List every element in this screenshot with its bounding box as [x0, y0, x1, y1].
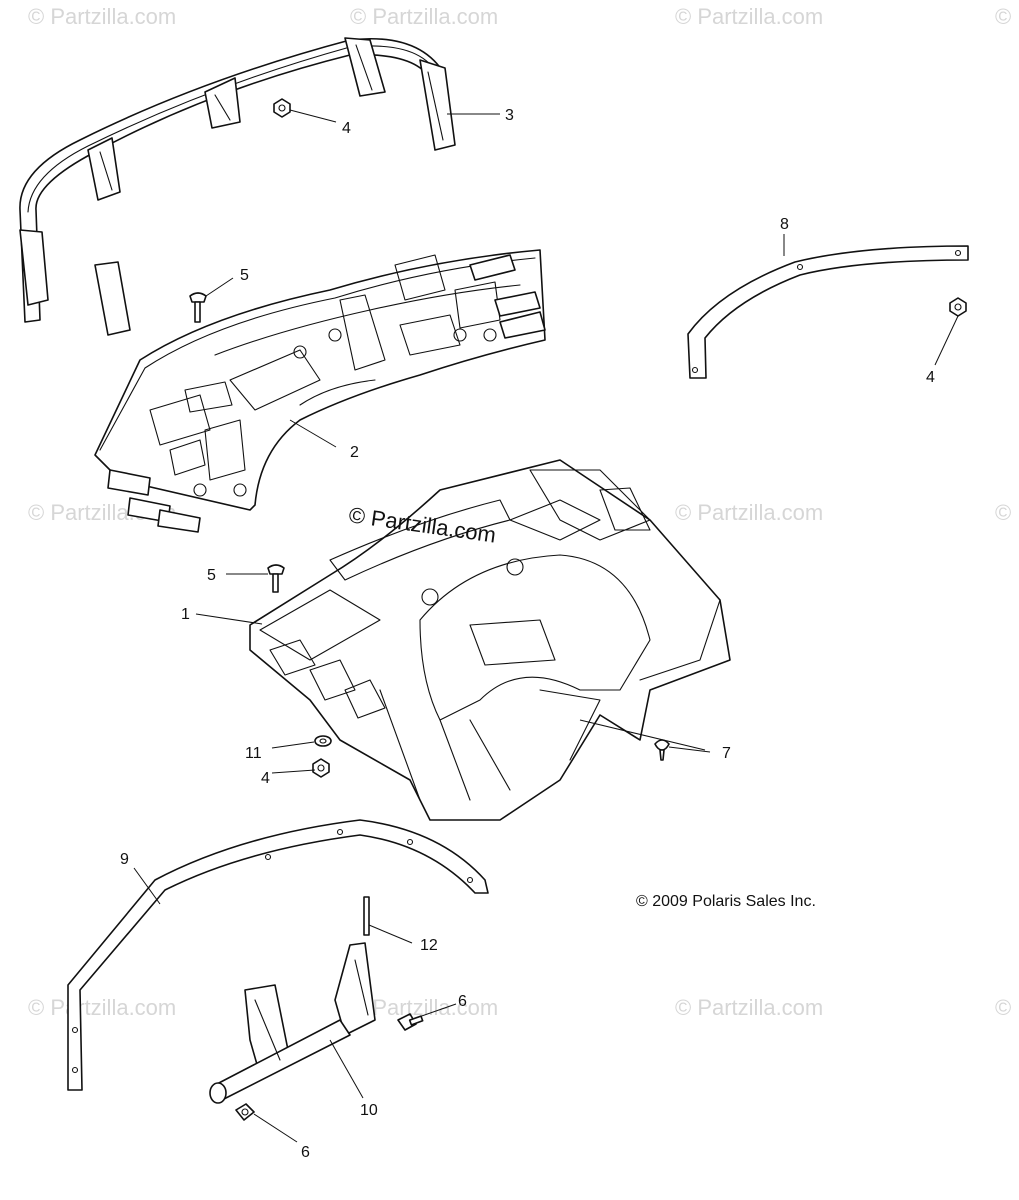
callout-7: 7: [722, 745, 731, 762]
part-3-rack-rail: [19, 37, 456, 336]
leader-11: [271, 741, 315, 749]
callout-6: 6: [301, 1144, 310, 1161]
callout-8: 8: [780, 216, 789, 233]
watermark-text: © Partzilla.com: [675, 4, 823, 29]
part-1-rear-fender: [249, 459, 731, 821]
watermark-text: ©: [995, 500, 1011, 525]
part-5-bolt-lower: [267, 564, 285, 593]
leader-4-right: [934, 315, 959, 366]
watermark-text: © Partzilla.com: [350, 4, 498, 29]
callout-11: 11: [245, 745, 262, 762]
callout-2: 2: [350, 444, 359, 461]
part-9-lower-rail: [67, 819, 489, 1091]
callout-4: 4: [342, 120, 351, 137]
leader-6-left: [253, 1113, 298, 1143]
watermark-layer: © Partzilla.com © Partzilla.com © Partzi…: [28, 4, 1011, 1020]
part-4-nut-right: [949, 297, 967, 317]
watermark-text: ©: [995, 995, 1011, 1020]
part-12-pin: [363, 896, 370, 936]
copyright-notice: © 2009 Polaris Sales Inc.: [636, 893, 816, 910]
part-2-rack-platform: [94, 249, 546, 533]
callout-1: 1: [181, 606, 190, 623]
leader-4-top: [289, 109, 337, 123]
part-7-rivet: [654, 739, 670, 761]
part-6-bolt-right: [397, 1013, 424, 1031]
leader-2: [289, 419, 337, 448]
leader-4-lower: [271, 769, 316, 774]
leader-5-upper: [205, 277, 234, 297]
leader-7-a: [579, 719, 706, 751]
part-4-nut-top: [273, 98, 291, 118]
watermark-text: ©: [995, 4, 1011, 29]
leader-1: [195, 613, 263, 625]
part-6-bolt-left: [235, 1103, 255, 1121]
leader-6-right: [415, 1003, 457, 1019]
callout-labels: 3 4 5 2 8 4 5 1 7 11 4 9 12 6 10 6: [120, 107, 935, 1161]
watermark-text: © Partzilla.com: [675, 500, 823, 525]
callout-5: 5: [207, 567, 216, 584]
leader-10: [329, 1039, 364, 1099]
leader-9: [133, 867, 161, 905]
watermark-text: © Partzilla.com: [28, 995, 176, 1020]
leader-lines: [133, 109, 959, 1143]
callout-5: 5: [240, 267, 249, 284]
callout-12: 12: [420, 937, 438, 954]
watermark-text: © Partzilla.com: [675, 995, 823, 1020]
part-5-bolt-upper: [189, 292, 207, 323]
callout-4: 4: [261, 770, 270, 787]
callout-10: 10: [360, 1102, 378, 1119]
leader-7-b: [668, 746, 711, 753]
part-10-bracket: [209, 942, 376, 1104]
part-8-bar: [687, 245, 969, 379]
watermark-text: © Partzilla.com: [28, 4, 176, 29]
part-11-washer: [314, 735, 332, 747]
callout-9: 9: [120, 851, 129, 868]
part-4-nut-lower: [312, 758, 330, 778]
leader-12: [368, 924, 413, 944]
callout-3: 3: [505, 107, 514, 124]
callout-4: 4: [926, 369, 935, 386]
callout-6: 6: [458, 993, 467, 1010]
